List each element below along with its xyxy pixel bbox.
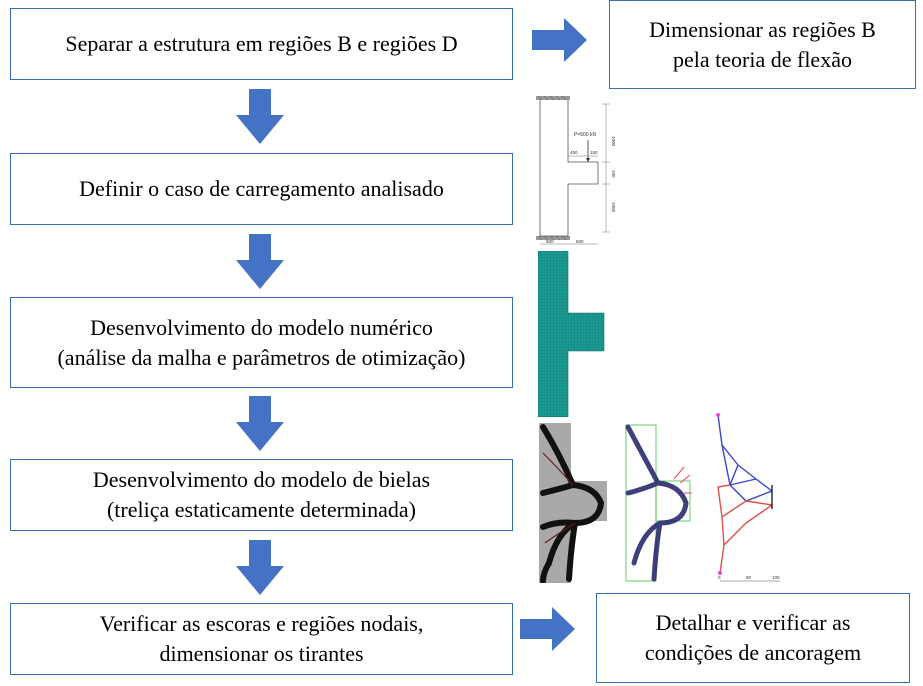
geometry-figure: P=500 kN 450 150 1000 100 1000 500 600: [536, 96, 616, 245]
geometry-dim-100: 100: [611, 170, 616, 178]
step-verify-struts-text: Verificar as escoras e regiões nodais, d…: [99, 611, 424, 666]
step-strut-tie-model-text: Desenvolvimento do modelo de bielas (tre…: [92, 467, 431, 522]
step-define-load-case-text: Definir o caso de carregamento analisado: [79, 176, 444, 201]
geometry-dim-600: 600: [576, 239, 584, 244]
strut-tie-truss-figure: 0 50 100: [716, 413, 780, 582]
step-separate-regions: Separar a estrutura em regiões B e regiõ…: [10, 8, 513, 80]
right-arrow-icon: [520, 607, 575, 651]
geometry-dim-450: 450: [570, 150, 578, 155]
down-arrow-icon: [236, 234, 284, 289]
step-dimension-b-regions-text: Dimensionar as regiões B pela teoria de …: [649, 16, 876, 72]
step-numerical-model: Desenvolvimento do modelo numérico (anál…: [10, 297, 513, 388]
down-arrow-icon: [236, 396, 284, 451]
step-numerical-model-text: Desenvolvimento do modelo numérico (anál…: [57, 314, 466, 370]
step-verify-struts: Verificar as escoras e regiões nodais, d…: [10, 603, 513, 675]
step-dimension-b-regions: Dimensionar as regiões B pela teoria de …: [609, 0, 916, 89]
truss-scale-50: 50: [746, 575, 752, 580]
truss-scale-0: 0: [718, 575, 721, 580]
topology-figure: [539, 423, 607, 583]
truss-density-figure: [625, 424, 692, 582]
down-arrow-icon: [236, 540, 284, 595]
right-arrow-icon: [532, 18, 587, 62]
step-detail-anchorage: Detalhar e verificar as condições de anc…: [596, 593, 910, 683]
mesh-figure: [538, 251, 605, 417]
step-define-load-case: Definir o caso de carregamento analisado: [10, 153, 513, 225]
geometry-dim-500: 500: [546, 239, 554, 244]
down-arrow-icon: [236, 89, 284, 144]
geometry-dim-1000-bottom: 1000: [611, 202, 616, 213]
geometry-load-label: P=500 kN: [574, 132, 596, 138]
step-strut-tie-model: Desenvolvimento do modelo de bielas (tre…: [10, 459, 513, 531]
geometry-dim-150: 150: [590, 150, 598, 155]
step-detail-anchorage-text: Detalhar e verificar as condições de anc…: [644, 610, 862, 665]
truss-scale-100: 100: [772, 575, 780, 580]
geometry-dim-1000-top: 1000: [611, 136, 616, 147]
step-separate-regions-text: Separar a estrutura em regiões B e regiõ…: [65, 31, 458, 56]
